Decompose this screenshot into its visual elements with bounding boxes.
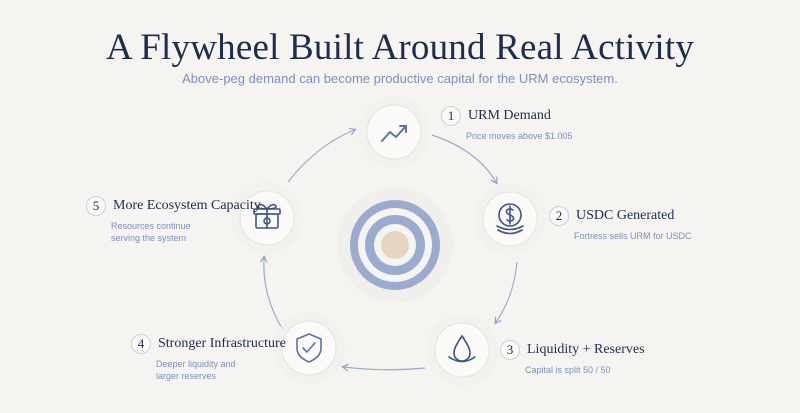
step-name: URM Demand [468, 108, 551, 123]
cycle-arrow-4-to-5 [259, 255, 284, 331]
step-4-label: 4 Stronger Infrastructure Deeper liquidi… [131, 334, 286, 382]
trending-up-icon [381, 125, 407, 142]
step-description-line-1: Resources continue [111, 221, 191, 231]
dollar-coins-icon [496, 203, 524, 235]
step-description: Capital is split 50 / 50 [525, 365, 611, 375]
page-subtitle: Above-peg demand can become productive c… [182, 71, 618, 86]
step-5-label: 5 More Ecosystem Capacity Resources cont… [86, 196, 261, 244]
step-2-label: 2 USDC Generated Fortress sells URM for … [549, 206, 692, 242]
node-3-liquidity-reserves [426, 314, 498, 386]
cycle-arrow-3-to-4 [341, 363, 426, 372]
node-2-usdc-generated [474, 183, 546, 255]
step-number-badge: 4 [131, 334, 151, 354]
step-number-badge: 5 [86, 196, 106, 216]
step-description-line-2: larger reserves [156, 371, 217, 381]
step-description: Fortress sells URM for USDC [574, 231, 692, 241]
cycle-arrow-2-to-3 [494, 261, 518, 325]
step-3-label: 3 Liquidity + Reserves Capital is split … [500, 340, 645, 376]
node-1-urm-demand [358, 96, 430, 168]
step-name: Stronger Infrastructure [158, 336, 286, 351]
step-name: Liquidity + Reserves [527, 342, 645, 357]
step-number-badge: 1 [441, 106, 461, 126]
page-title: A Flywheel Built Around Real Activity [105, 27, 695, 68]
shield-check-icon [296, 333, 322, 363]
water-drop-icon [448, 334, 476, 363]
step-description-line-1: Deeper liquidity and [156, 359, 236, 369]
gift-box-icon [253, 203, 281, 229]
node-5-more-ecosystem-capacity [231, 182, 303, 254]
step-number-badge: 2 [549, 206, 569, 226]
node-4-stronger-infrastructure [273, 312, 345, 384]
cycle-arrow-1-to-2 [431, 134, 498, 185]
cycle-arrow-5-to-1 [287, 127, 357, 183]
step-description: Price moves above $1.005 [466, 131, 573, 141]
step-number-badge: 3 [500, 340, 520, 360]
step-name: More Ecosystem Capacity [113, 198, 261, 213]
step-description-line-2: serving the system [111, 233, 187, 243]
center-target [337, 187, 453, 303]
step-name: USDC Generated [576, 208, 675, 223]
step-1-label: 1 URM Demand Price moves above $1.005 [441, 106, 573, 142]
